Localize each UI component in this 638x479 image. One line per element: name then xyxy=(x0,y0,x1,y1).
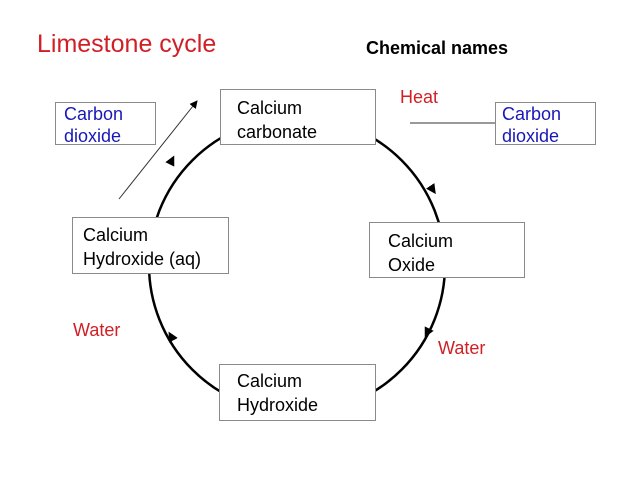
node-line1: Calcium xyxy=(388,231,454,251)
node-line1: Calcium xyxy=(83,225,149,245)
co2-arrow-left xyxy=(118,100,198,200)
byproduct-carbon-dioxide-right: Carbon dioxide xyxy=(495,102,596,146)
condition-water-right: Water xyxy=(438,338,486,358)
node-calcium-carbonate: Calcium carbonate xyxy=(220,89,376,145)
byproduct-line1: Carbon xyxy=(64,104,124,124)
byproduct-line2: dioxide xyxy=(64,126,122,146)
arrow-aq-to-carbonate xyxy=(163,155,175,178)
node-line2: Oxide xyxy=(388,255,436,275)
node-line2: Hydroxide xyxy=(237,395,319,415)
subtitle: Chemical names xyxy=(366,38,509,58)
byproduct-line2: dioxide xyxy=(502,126,560,146)
node-calcium-hydroxide: Calcium Hydroxide xyxy=(219,364,376,421)
node-line2: Hydroxide (aq) xyxy=(83,249,202,269)
arrow-carbonate-to-oxide xyxy=(418,168,436,195)
byproduct-line1: Carbon xyxy=(502,104,562,124)
node-line1: Calcium xyxy=(237,371,303,391)
byproduct-carbon-dioxide-left: Carbon dioxide xyxy=(55,102,156,146)
node-line1: Calcium xyxy=(237,98,303,118)
page-title: Limestone cycle xyxy=(37,30,217,58)
node-calcium-hydroxide-aq: Calcium Hydroxide (aq) xyxy=(72,217,229,274)
condition-heat: Heat xyxy=(400,87,439,107)
condition-water-left: Water xyxy=(73,320,121,340)
node-calcium-oxide: Calcium Oxide xyxy=(369,222,525,278)
node-line2: carbonate xyxy=(237,122,318,142)
